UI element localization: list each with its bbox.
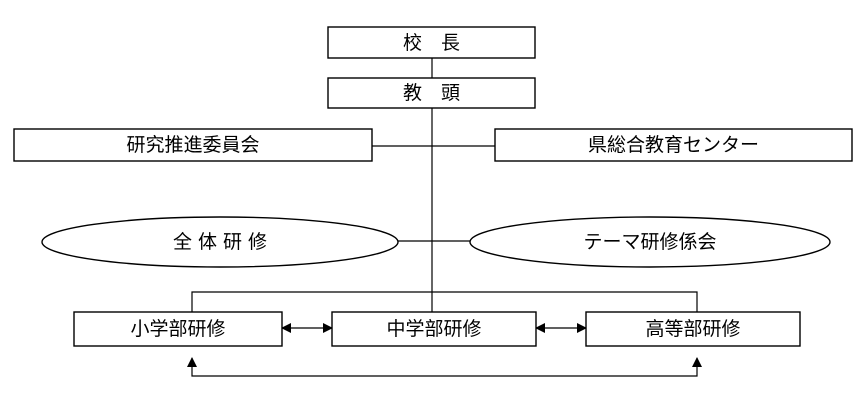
all-training-ellipse xyxy=(41,216,399,268)
junior-high-label: 中学部研修 xyxy=(386,318,481,340)
high-school-node: 高等部研修 xyxy=(585,311,801,347)
education-center-label: 県総合教育センター xyxy=(588,134,759,156)
principal-box xyxy=(327,26,536,59)
research-committee-node: 研究推進委員会 xyxy=(13,128,373,162)
vice-principal-node: 教 頭 xyxy=(327,77,536,109)
theme-training-label: テーマ研修係会 xyxy=(583,231,716,253)
vice-principal-label: 教 頭 xyxy=(403,82,460,104)
connector-lines xyxy=(187,58,702,377)
research-committee-box xyxy=(13,128,373,162)
principal-label: 校 長 xyxy=(403,32,460,54)
theme-training-ellipse xyxy=(469,216,831,268)
junior-high-box xyxy=(331,311,537,347)
junior-high-node: 中学部研修 xyxy=(331,311,537,347)
research-committee-label: 研究推進委員会 xyxy=(126,134,259,156)
elementary-label: 小学部研修 xyxy=(130,318,225,340)
theme-training-node: テーマ研修係会 xyxy=(469,216,831,268)
elementary-node: 小学部研修 xyxy=(73,311,283,347)
top-bracket-line xyxy=(191,291,698,312)
principal-node: 校 長 xyxy=(327,26,536,59)
all-training-node: 全 体 研 修 xyxy=(41,216,399,268)
high-school-box xyxy=(585,311,801,347)
vice-principal-box xyxy=(327,77,536,109)
all-training-label: 全 体 研 修 xyxy=(173,231,267,253)
education-center-box xyxy=(494,128,853,162)
elementary-box xyxy=(73,311,283,347)
high-school-label: 高等部研修 xyxy=(645,318,740,340)
bottom-bracket-arrow xyxy=(187,357,702,377)
education-center-node: 県総合教育センター xyxy=(494,128,853,162)
